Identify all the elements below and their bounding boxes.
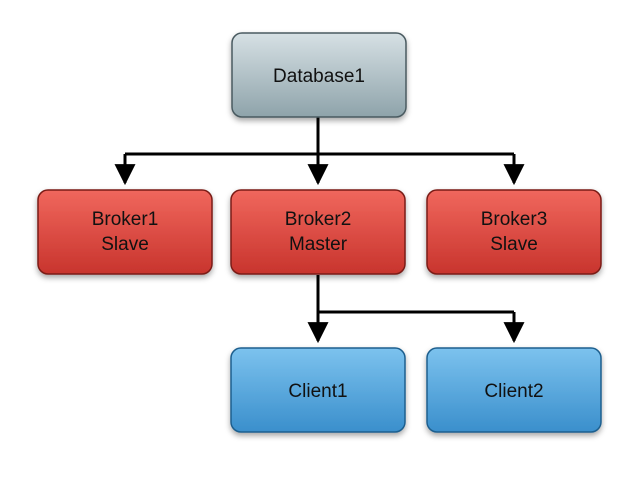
node-client2: Client2 <box>426 347 602 433</box>
node-client1-label: Client1 <box>288 381 347 402</box>
node-broker3: Broker3 Slave <box>426 189 602 275</box>
node-client2-label: Client2 <box>484 381 543 402</box>
node-database1-label: Database1 <box>273 66 365 87</box>
node-broker3-role: Slave <box>490 234 538 255</box>
node-broker3-name: Broker3 <box>481 209 548 230</box>
node-broker1-role: Slave <box>101 234 149 255</box>
node-broker2: Broker2 Master <box>230 189 406 275</box>
edges-broker2-to-clients <box>307 275 525 344</box>
node-client1: Client1 <box>230 347 406 433</box>
node-broker1: Broker1 Slave <box>37 189 213 275</box>
node-broker2-role: Master <box>289 234 348 255</box>
node-broker2-name: Broker2 <box>285 209 352 230</box>
node-database1: Database1 <box>231 32 407 118</box>
node-broker1-name: Broker1 <box>92 209 159 230</box>
edges-database-to-brokers <box>114 117 525 186</box>
